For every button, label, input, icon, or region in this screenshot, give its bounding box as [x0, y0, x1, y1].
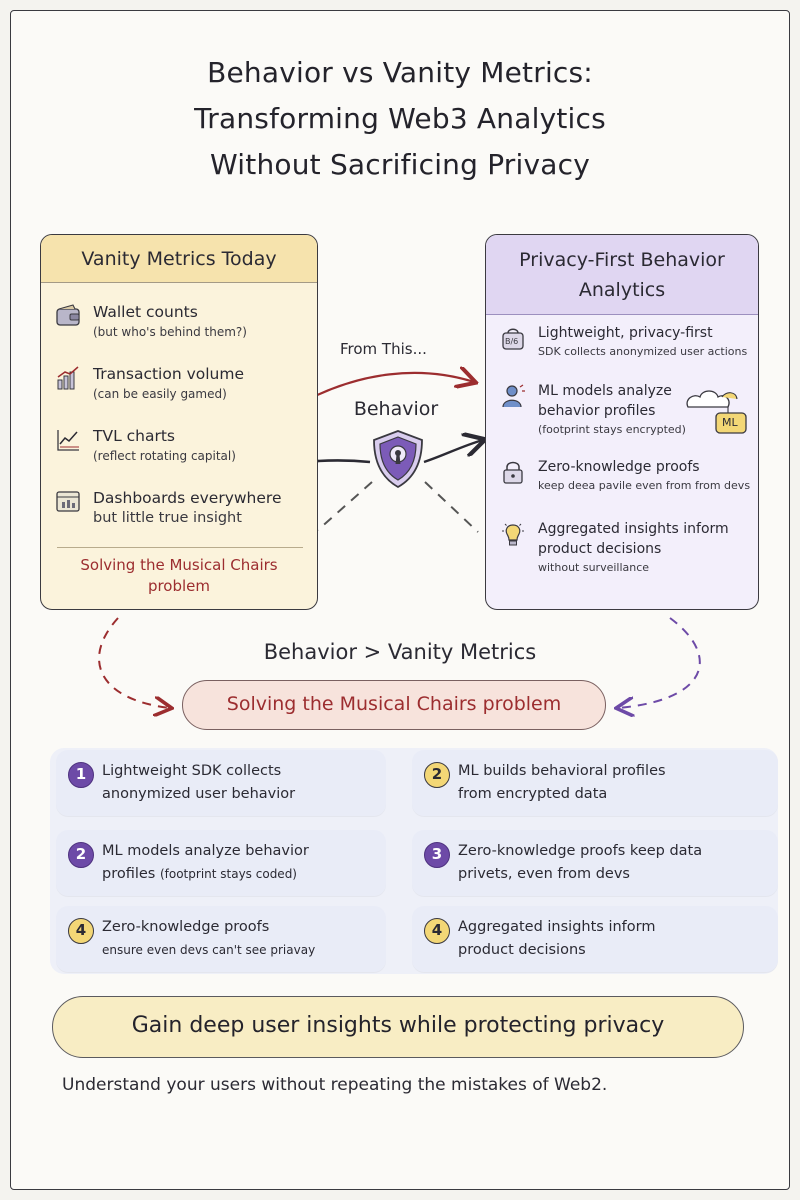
- vanity-item-transactions: Transaction volume (can be easily gamed): [55, 363, 309, 403]
- shield-lock-icon: [373, 430, 423, 489]
- arrow-from-this: [302, 373, 474, 403]
- step-number: 2: [68, 842, 94, 868]
- vanity-item-dashboards: Dashboards everywhere but little true in…: [55, 487, 309, 527]
- dashboard-icon: [56, 491, 80, 512]
- privacy-item-insights: Aggregated insights inform product decis…: [500, 519, 754, 576]
- sdk-badge-label: B/6: [505, 337, 519, 346]
- bar-chart-icon: [57, 366, 79, 390]
- lock-icon: [503, 461, 523, 484]
- vanity-footer: Solving the Musical Chairs problem: [80, 556, 278, 595]
- privacy-analytics-panel: Privacy-First Behavior Analytics B/6 Lig…: [485, 234, 759, 610]
- step-number: 4: [424, 918, 450, 944]
- arrow-right-to-pill: [618, 617, 701, 708]
- from-this-label: From This...: [340, 340, 427, 358]
- step-number: 3: [424, 842, 450, 868]
- ml-cloud-icon: ML: [682, 385, 752, 437]
- privacy-item-sdk: B/6 Lightweight, privacy-first SDK colle…: [500, 323, 754, 360]
- dashed-links: [317, 481, 479, 533]
- step-card: 4 Zero-knowledge proofs ensure even devs…: [56, 906, 386, 972]
- privacy-item-ml: ML models analyze behavior profiles (foo…: [500, 381, 754, 438]
- footer-tagline: Understand your users without repeating …: [62, 1075, 608, 1095]
- line-chart-icon: [57, 430, 79, 451]
- arrow-behavior-right: [423, 440, 483, 464]
- vanity-metrics-panel: Vanity Metrics Today Wallet counts (but …: [40, 234, 318, 610]
- sdk-bag-icon: B/6: [500, 325, 526, 351]
- arrow-left-to-pill: [98, 617, 170, 708]
- musical-chairs-pill: Solving the Musical Chairs problem: [182, 680, 606, 730]
- vanity-item-wallet: Wallet counts (but who's behind them?): [55, 301, 309, 341]
- step-card: 2 ML builds behavioral profiles from enc…: [412, 750, 778, 816]
- step-number: 1: [68, 762, 94, 788]
- vanity-item-tvl: TVL charts (reflect rotating capital): [55, 425, 309, 465]
- step-number: 2: [424, 762, 450, 788]
- behavior-label: Behavior: [353, 398, 439, 420]
- step-card: 2 ML models analyze behavior profiles (f…: [56, 830, 386, 896]
- vanity-metrics-heading: Vanity Metrics Today: [41, 235, 317, 283]
- step-card: 4 Aggregated insights inform product dec…: [412, 906, 778, 972]
- user-profile-icon: [502, 384, 525, 408]
- privacy-item-zk: Zero-knowledge proofs keep deea pavile e…: [500, 457, 754, 494]
- step-number: 4: [68, 918, 94, 944]
- insights-banner: Gain deep user insights while protecting…: [52, 996, 744, 1058]
- vanity-divider: [57, 547, 303, 548]
- ml-badge-label: ML: [722, 416, 738, 429]
- step-card: 1 Lightweight SDK collects anonymized us…: [56, 750, 386, 816]
- lightbulb-icon: [502, 523, 524, 546]
- privacy-analytics-heading: Privacy-First Behavior Analytics: [486, 235, 758, 315]
- page-title: Behavior vs Vanity Metrics: Transforming…: [194, 56, 606, 181]
- step-card: 3 Zero-knowledge proofs keep data privet…: [412, 830, 778, 896]
- wallet-icon: [56, 304, 80, 326]
- behavior-vs-vanity-title: Behavior > Vanity Metrics: [263, 640, 537, 664]
